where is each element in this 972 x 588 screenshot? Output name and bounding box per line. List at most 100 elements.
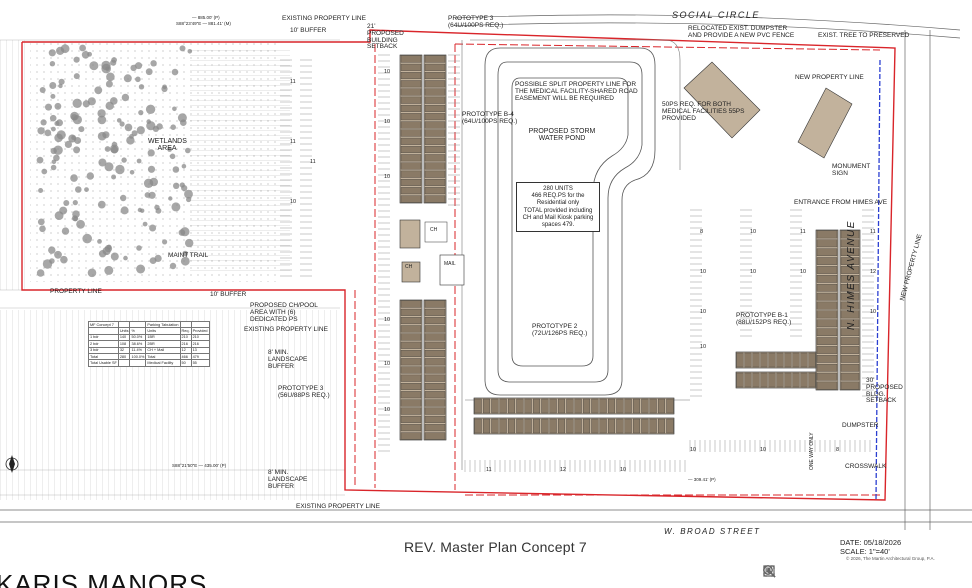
street-broad-street: W. BROAD STREET (664, 527, 761, 536)
table-cell (88, 327, 119, 335)
table-cell (179, 320, 192, 329)
dwelling-unit (424, 399, 446, 407)
dwelling-unit (582, 398, 591, 414)
label-relocated-dumpster: RELOCATED EXIST. DUMPSTER AND PROVIDE A … (688, 25, 795, 39)
dwelling-unit (736, 372, 744, 388)
building-prototype-b1-wing-south (735, 371, 817, 389)
tree-icon (136, 245, 142, 251)
tree-icon (98, 158, 107, 167)
tree-icon (72, 98, 82, 109)
label-buffer-mid: 10' BUFFER (210, 291, 247, 298)
label-existing-property-line-bottom: EXISTING PROPERTY LINE (296, 503, 380, 510)
dwelling-unit (400, 358, 422, 366)
dwelling-unit (491, 398, 499, 414)
tree-icon (138, 84, 145, 90)
himes-new-property-line (875, 59, 881, 501)
dwelling-unit (816, 310, 838, 319)
tree-icon (142, 221, 148, 227)
label-exist-tree: EXIST. TREE TO PRESERVED (818, 32, 910, 39)
label-ch-pool-area: PROPOSED CH/POOL AREA WITH (6) DEDICATED… (250, 302, 318, 323)
download-icon[interactable] (763, 565, 884, 585)
dwelling-unit (768, 352, 776, 368)
parking-count: 12 (560, 467, 567, 473)
tree-icon (63, 200, 70, 206)
dwelling-unit (800, 352, 808, 368)
tree-icon (60, 255, 68, 264)
dwelling-unit (574, 418, 582, 434)
table-cell: Parking Tabulation (145, 320, 181, 329)
dwelling-unit (524, 398, 532, 414)
amenity-court (439, 254, 465, 286)
label-dim-top-1: — 885.00' (P) (192, 15, 220, 20)
dwelling-unit (532, 398, 541, 414)
tree-icon (64, 140, 72, 148)
dwelling-unit (624, 418, 632, 434)
fullscreen-icon[interactable] (763, 565, 916, 585)
tree-icon (185, 147, 191, 154)
label-building-setback: 21' PROPOSED BUILDING SETBACK (367, 23, 404, 51)
tree-icon (172, 106, 177, 112)
dwelling-unit (482, 398, 491, 414)
property-boundary (21, 29, 896, 501)
tree-icon (147, 165, 156, 173)
table-cell: 210 (179, 333, 192, 342)
dwelling-unit (424, 407, 446, 415)
viewer-toolbar (762, 564, 972, 588)
dwelling-unit (400, 154, 422, 162)
dwelling-unit (816, 363, 838, 372)
tree-icon (48, 49, 56, 57)
tree-icon (72, 210, 80, 218)
building-prototype-3-bottom-east (423, 299, 447, 441)
tree-icon (154, 204, 160, 211)
tree-icon (150, 60, 157, 67)
parking-count: 10 (690, 447, 697, 453)
tree-icon (41, 168, 48, 175)
table-cell: Medical Facility (145, 359, 181, 367)
dwelling-unit (840, 230, 860, 239)
dwelling-unit (424, 391, 446, 399)
tree-icon (182, 250, 188, 257)
tree-icon (58, 78, 65, 85)
zoom-out-icon[interactable] (763, 565, 820, 585)
tree-icon (172, 166, 180, 173)
dwelling-unit (400, 170, 422, 178)
dwelling-unit (616, 418, 624, 434)
stall-row-west (378, 54, 390, 452)
parking-count: 10 (384, 69, 391, 75)
tree-icon (120, 206, 129, 215)
table-cell: Total (88, 352, 119, 361)
parking-count: 10 (870, 309, 877, 315)
table-cell: Total (145, 352, 181, 361)
dwelling-unit (840, 372, 860, 381)
dwelling-unit (424, 88, 446, 96)
tree-icon (137, 207, 143, 213)
parking-stalls (280, 54, 874, 472)
tree-icon (84, 187, 89, 193)
tree-icon (124, 123, 133, 132)
table-cell: 3 bdr (88, 346, 119, 354)
dwelling-unit (574, 398, 582, 414)
dwelling-unit (816, 283, 838, 292)
title-block: DATE: 05/18/2026 SCALE: 1"=40' (840, 538, 901, 557)
label-storm-water-pond: PROPOSED STORM WATER POND (528, 128, 596, 143)
dwelling-unit (632, 398, 641, 414)
mail-kiosk (401, 261, 421, 283)
dwelling-unit (840, 355, 860, 363)
dwelling-unit (424, 383, 446, 390)
parking-count: 10 (800, 269, 807, 275)
table-cell: 1 bdr (88, 333, 119, 342)
zoom-fit-icon[interactable] (763, 565, 852, 585)
dwelling-unit (424, 96, 446, 104)
units-total: 280 UNITS (543, 186, 573, 192)
dwelling-unit (808, 352, 816, 368)
dwelling-unit (649, 418, 657, 434)
dwelling-unit (752, 372, 760, 388)
tree-icon (36, 156, 44, 164)
label-ch: CH (405, 264, 413, 270)
tree-icon (51, 159, 57, 165)
building-prototype-b1-wing-north (735, 351, 817, 369)
dwelling-unit (641, 398, 649, 414)
parking-count: 11 (800, 229, 806, 235)
table-cell (129, 359, 147, 367)
